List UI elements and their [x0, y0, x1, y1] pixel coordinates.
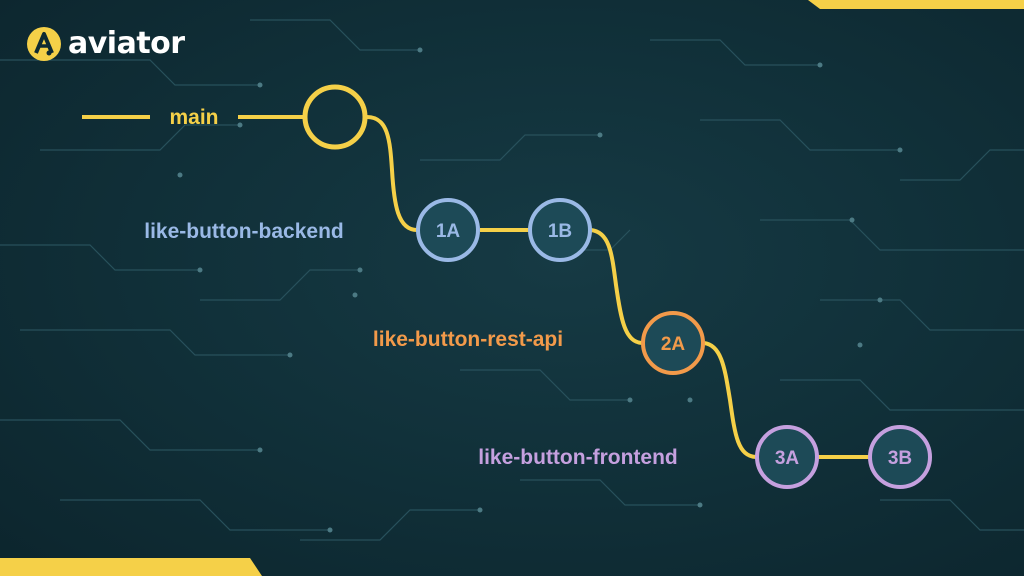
branch-label-backend: like-button-backend	[144, 220, 344, 243]
commit-node-2a	[641, 311, 705, 375]
commit-label-1b: 1B	[548, 221, 572, 242]
connector-1b-to-2a	[590, 228, 643, 345]
connector-2a-to-3a	[703, 341, 757, 459]
brand-logo: aviator	[26, 26, 185, 62]
connector-main-to-1a	[366, 115, 418, 232]
brand-name: aviator	[68, 26, 185, 61]
commit-label-1a: 1A	[436, 221, 461, 242]
commit-label-2a: 2A	[661, 334, 686, 355]
branch-label-frontend: like-button-frontend	[478, 446, 677, 469]
commit-node-3b	[868, 425, 932, 489]
commit-node-1a	[416, 198, 480, 262]
aviator-logo-icon	[27, 27, 61, 61]
commit-node-1b	[528, 198, 592, 262]
branch-label-rest-api: like-button-rest-api	[373, 328, 563, 351]
main-commit-node	[302, 84, 368, 150]
commit-node-3a	[755, 425, 819, 489]
commit-label-3a: 3A	[775, 448, 800, 469]
commit-label-3b: 3B	[888, 448, 912, 469]
branch-label-main: main	[169, 106, 218, 129]
